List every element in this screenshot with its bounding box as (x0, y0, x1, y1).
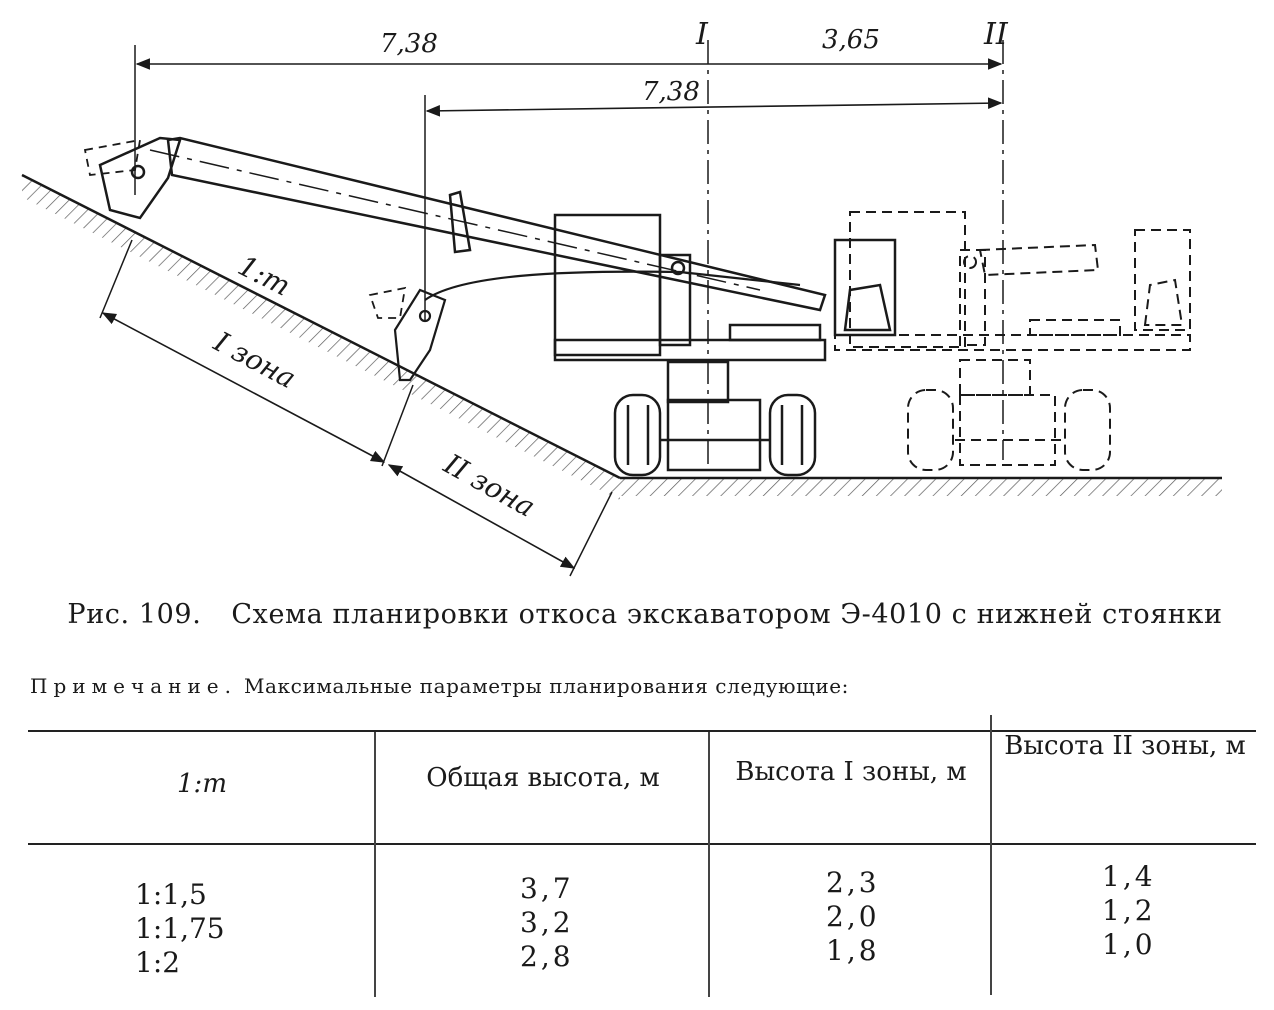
table-cell: 1:2 (135, 946, 181, 979)
table-cell: 3,7 (520, 872, 574, 905)
table-cell: 1,0 (1102, 928, 1156, 961)
table-cell: 2,8 (520, 940, 574, 973)
table-note: Примечание. Максимальные параметры плани… (30, 674, 849, 698)
header-slope: 1:m (177, 769, 227, 799)
top-dimensions (134, 40, 1004, 470)
caption-number: Рис. 109. (67, 599, 202, 630)
boom-lower (368, 270, 801, 382)
excavator-slope-diagram: 7,38 3,65 7,38 I II 1:m I зона II зона (21, 17, 1222, 577)
table-cell: 1,8 (826, 934, 880, 967)
col-zone-II-height: 1,4 1,2 1,0 (1102, 860, 1156, 962)
col-divider-1 (374, 732, 376, 997)
header-zone-I-height: Высота I зоны, м (735, 757, 967, 787)
col-total-height: 3,7 3,2 2,8 (520, 872, 574, 974)
table-cell: 1:1,75 (135, 912, 225, 945)
note-text: Максимальные параметры планирования след… (243, 674, 850, 698)
figure-caption: Рис. 109. Схема планировки откоса экскава… (30, 598, 1260, 632)
table-header-rule (28, 843, 1256, 845)
table-cell: 1,4 (1102, 860, 1156, 893)
zone-II-label: II зона (438, 447, 541, 524)
boom-extended (83, 136, 827, 312)
col-divider-2 (708, 732, 710, 997)
dim-lower: 7,38 (642, 77, 700, 107)
col-zone-I-height: 2,3 2,0 1,8 (826, 866, 880, 968)
note-prefix: Примечание. (30, 674, 237, 698)
section-mark-II: II (983, 17, 1009, 52)
col-slope: 1:1,5 1:1,75 1:2 (135, 878, 225, 980)
table-top-rule (28, 730, 1256, 732)
table-cell: 3,2 (520, 906, 574, 939)
header-total-height: Общая высота, м (426, 763, 660, 793)
table-cell: 2,3 (826, 866, 880, 899)
zone-dimensions (99, 239, 613, 577)
dim-top-left: 7,38 (380, 29, 438, 59)
excavator-position-II (834, 211, 1191, 471)
section-mark-I: I (695, 17, 709, 52)
table-cell: 1,2 (1102, 894, 1156, 927)
excavator-position-I (553, 213, 897, 477)
zone-I-label: I зона (208, 325, 301, 396)
dim-top-right: 3,65 (822, 25, 880, 55)
ground (21, 173, 1222, 500)
table-cell: 1:1,5 (135, 878, 207, 911)
table-cell: 2,0 (826, 900, 880, 933)
caption-text: Схема планировки откоса экскаватором Э-4… (231, 599, 1223, 630)
header-zone-II-height: Высота II зоны, м (1004, 731, 1246, 761)
col-divider-3 (990, 715, 992, 995)
